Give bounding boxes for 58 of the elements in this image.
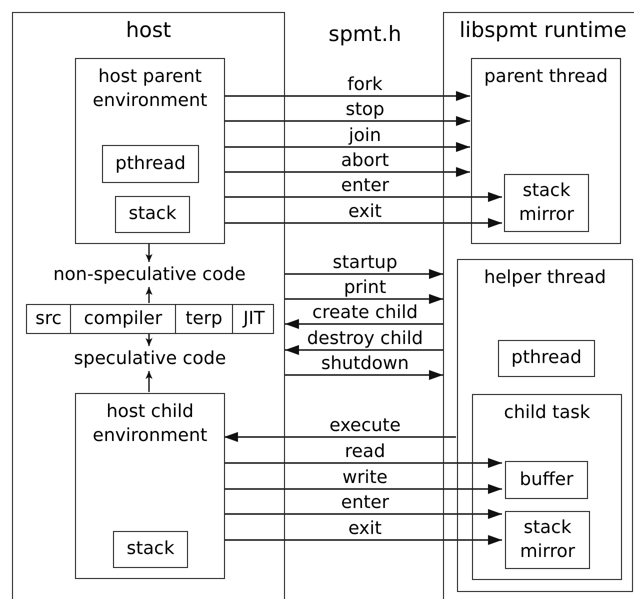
host-box [12, 12, 285, 599]
column-heading: spmt.h [328, 21, 402, 47]
arrow [224, 535, 502, 545]
component-box [505, 461, 588, 499]
arrow [224, 509, 502, 519]
box-title: stack mirror [518, 179, 576, 227]
box-title: buffer [520, 468, 574, 492]
arrow [146, 287, 152, 303]
component-box [505, 511, 590, 569]
arrow [224, 116, 470, 126]
task-box [472, 394, 622, 580]
box-title: stack [128, 202, 176, 226]
code-label: non-speculative code [53, 263, 246, 287]
box-title: libspmt runtime [459, 17, 627, 43]
environment-box [75, 393, 225, 579]
code-label: speculative code [74, 347, 226, 371]
box-title: host [126, 17, 172, 43]
table-cell-text: JIT [241, 307, 266, 331]
component-box [102, 145, 199, 183]
environment-box [75, 58, 225, 244]
arrow [146, 333, 152, 346]
code-table [26, 304, 274, 334]
box-title: stack [126, 537, 174, 561]
table-cell: terp [176, 305, 233, 333]
arrow [285, 269, 443, 279]
arrow [285, 345, 443, 355]
component-box [113, 531, 188, 568]
box-title: host child environment [92, 400, 208, 448]
component-box [115, 196, 190, 233]
edge-label: stop [344, 100, 386, 120]
arrow [285, 370, 443, 380]
box-title: host parent environment [92, 65, 208, 113]
arrow [224, 91, 470, 101]
box-title: pthread [115, 152, 186, 176]
arrow [146, 371, 152, 392]
arrow [224, 192, 502, 202]
arrow [224, 142, 470, 152]
table-cell: compiler [71, 305, 176, 333]
arrow [224, 218, 502, 228]
arrow [224, 458, 502, 468]
box-title: child task [504, 401, 590, 425]
thread-box [471, 58, 621, 244]
arrow [146, 243, 152, 262]
arrow [285, 319, 443, 329]
arrow [224, 484, 502, 494]
box-title: stack mirror [518, 516, 576, 564]
component-box [504, 174, 589, 232]
runtime-box [443, 12, 634, 599]
component-box [498, 340, 595, 377]
edge-label: startup [330, 253, 400, 273]
arrow [224, 167, 470, 177]
box-title: helper thread [484, 266, 606, 290]
arrow [224, 432, 456, 442]
thread-box [457, 259, 633, 592]
box-title: pthread [511, 346, 582, 370]
table-cell: src [27, 305, 71, 333]
box-title: parent thread [484, 65, 608, 89]
arrow [285, 294, 443, 304]
